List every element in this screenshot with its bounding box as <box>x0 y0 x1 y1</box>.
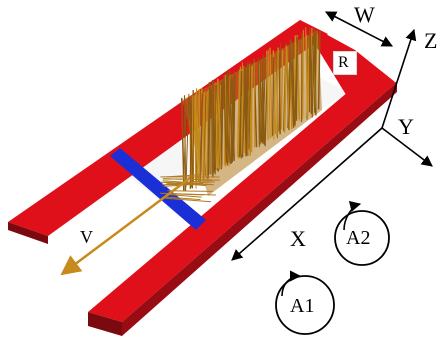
fiber-strand <box>252 66 253 152</box>
label-x: X <box>290 228 306 250</box>
label-v: V <box>80 228 93 246</box>
label-r: R <box>338 54 349 72</box>
fiber-strand <box>279 53 280 134</box>
label-a1: A1 <box>290 296 314 316</box>
r-label-box: R <box>333 51 357 75</box>
fiber-strand <box>209 82 210 174</box>
fiber-strand <box>211 90 212 175</box>
fiber-strand <box>227 76 228 165</box>
fiber-strand <box>254 62 255 147</box>
fiber-strand <box>303 30 304 116</box>
label-w: W <box>354 4 375 26</box>
label-y: Y <box>398 116 414 138</box>
label-z: Z <box>424 30 437 52</box>
fiber-strand <box>273 57 274 135</box>
label-a2: A2 <box>346 228 370 248</box>
